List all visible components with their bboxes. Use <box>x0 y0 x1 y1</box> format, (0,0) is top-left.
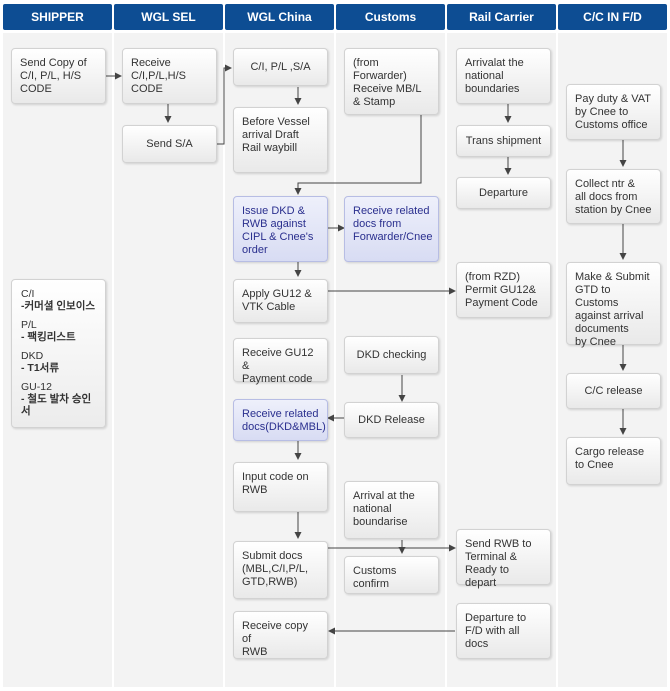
legend-desc: - 철도 발차 승인서 <box>21 393 92 417</box>
lane-header-shipper: SHIPPER <box>3 4 112 30</box>
lane-header-rail-carrier: Rail Carrier <box>447 4 556 30</box>
box-input-code: Input code on RWB <box>233 462 328 512</box>
box-receive-gu12: Receive GU12 & Payment code <box>233 338 328 385</box>
legend-item: DKD- T1서류 <box>21 350 96 374</box>
box-cargo-release: Cargo release to Cnee <box>566 437 661 485</box>
box-pay-duty: Pay duty & VAT by Cnee to Customs office <box>566 84 661 140</box>
box-issue-dkd: Issue DKD & RWB against CIPL & Cnee's or… <box>233 196 328 262</box>
legend-box: C/I-커머셜 인보이스 P/L- 팩킹리스트 DKD- T1서류 GU-12-… <box>11 279 106 428</box>
box-before-vessel: Before Vessel arrival Draft Rail waybill <box>233 107 328 173</box>
legend-code: P/L <box>21 319 37 331</box>
legend-code: DKD <box>21 350 44 362</box>
legend-desc: -커머셜 인보이스 <box>21 300 96 312</box>
lane-header-wgl-china: WGL China <box>225 4 334 30</box>
box-make-submit-gtd: Make & Submit GTD to Customs against arr… <box>566 262 661 348</box>
box-dkd-checking: DKD checking <box>344 336 439 374</box>
box-send-rwb-terminal: Send RWB to Terminal & Ready to depart <box>456 529 551 589</box>
box-ci-pl-sa: C/I, P/L ,S/A <box>233 48 328 86</box>
box-permit-gu12: (from RZD) Permit GU12& Payment Code <box>456 262 551 318</box>
box-submit-docs: Submit docs (MBL,C/I,P/L, GTD,RWB) <box>233 541 328 599</box>
legend-code: GU-12 <box>21 381 52 393</box>
box-receive-copy-rwb: Receive copy of RWB <box>233 611 328 659</box>
lane-header-customs: Customs <box>336 4 445 30</box>
arrow-send-sa-to-ci-pl-sa <box>216 64 232 145</box>
box-collect-ntr: Collect ntr & all docs from station by C… <box>566 169 661 224</box>
box-dkd-release: DKD Release <box>344 402 439 438</box>
box-receive-ci: Receive C/I,P/L,H/S CODE <box>122 48 217 104</box>
legend-code: C/I <box>21 288 35 300</box>
box-cc-release: C/C release <box>566 373 661 409</box>
box-receive-related-fwd: Receive related docs from Forwarder/Cnee <box>344 196 439 262</box>
lane-cc-fd-bg <box>558 33 667 687</box>
box-arrival-boundaries: Arrivalat the national boundaries <box>456 48 551 104</box>
legend-item: C/I-커머셜 인보이스 <box>21 288 96 312</box>
lane-header-wgl-sel: WGL SEL <box>114 4 223 30</box>
box-apply-gu12: Apply GU12 & VTK Cable <box>233 279 328 323</box>
box-departure-fd: Departure to F/D with all docs <box>456 603 551 659</box>
box-departure: Departure <box>456 177 551 209</box>
legend-desc: - T1서류 <box>21 362 59 374</box>
box-customs-confirm: Customs confirm <box>344 556 439 594</box>
box-trans-shipment: Trans shipment <box>456 125 551 157</box>
box-send-copy: Send Copy of C/I, P/L, H/S CODE <box>11 48 106 104</box>
lane-header-cc-fd: C/C IN F/D <box>558 4 667 30</box>
legend-item: P/L- 팩킹리스트 <box>21 319 96 343</box>
arrow-mbl-to-issue-dkd <box>294 115 422 195</box>
box-from-forwarder: (from Forwarder) Receive MB/L & Stamp <box>344 48 439 115</box>
legend-desc: - 팩킹리스트 <box>21 331 76 343</box>
legend-item: GU-12- 철도 발차 승인서 <box>21 381 96 417</box>
box-receive-related-dkd: Receive related docs(DKD&MBL) <box>233 399 328 441</box>
box-send-sa: Send S/A <box>122 125 217 163</box>
box-arrival-boundarise: Arrival at the national boundarise <box>344 481 439 539</box>
